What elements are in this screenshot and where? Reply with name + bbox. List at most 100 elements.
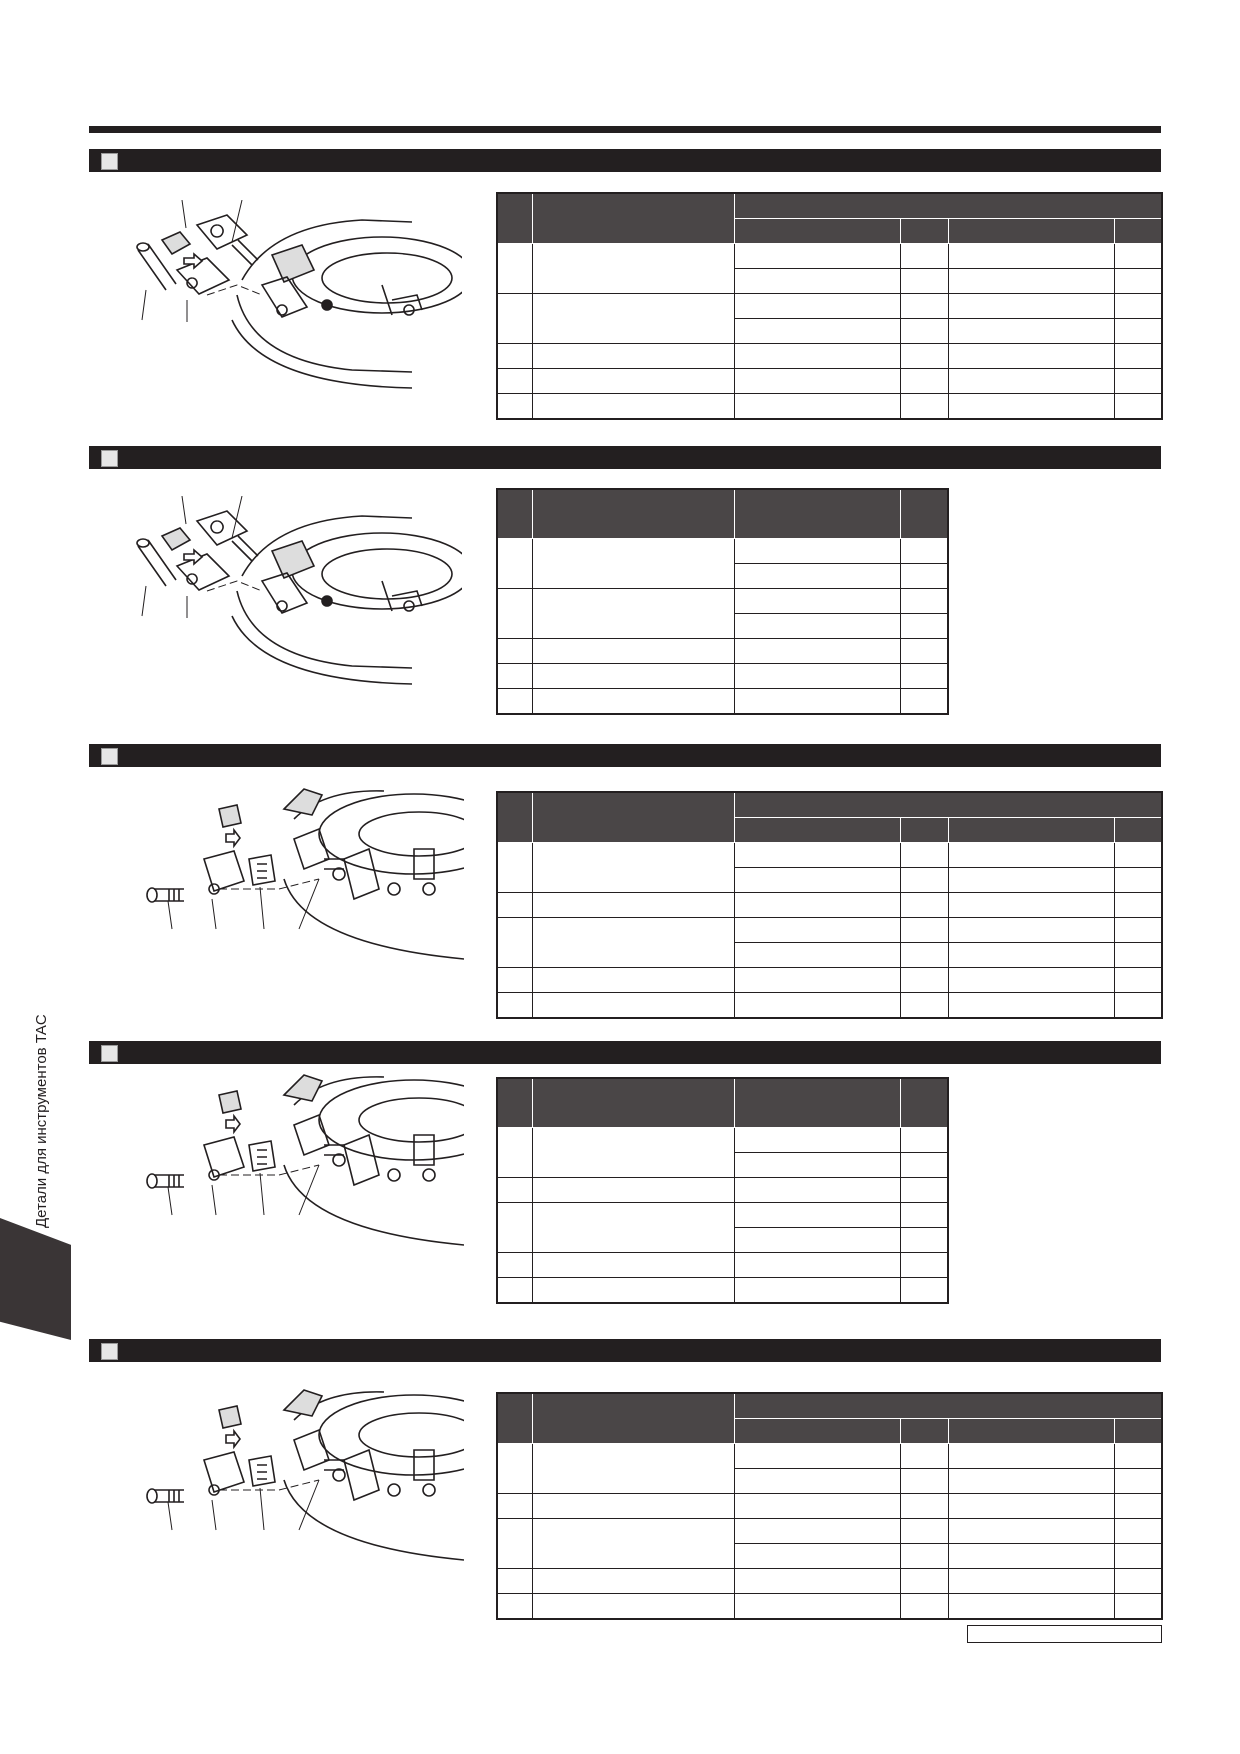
screw-icon	[146, 887, 184, 903]
section-header-2	[89, 446, 1161, 469]
table-row	[496, 638, 949, 664]
table-cell	[531, 368, 735, 394]
table-cell	[899, 1177, 949, 1203]
insert-icon	[218, 1405, 242, 1429]
table-cell	[531, 588, 735, 639]
section-marker-icon	[101, 1045, 118, 1062]
table-cell	[899, 638, 949, 664]
exploded-view-figure	[124, 779, 510, 974]
table-row	[497, 1468, 1163, 1494]
cutter-body	[231, 515, 473, 685]
table-cell	[947, 917, 1115, 943]
table-cell	[531, 917, 735, 968]
header-cell	[900, 1078, 949, 1128]
chapter-tab	[0, 1218, 71, 1340]
table-cell	[733, 688, 901, 715]
header-cell	[900, 218, 949, 244]
header-cell	[734, 1393, 1163, 1419]
table-cell	[496, 1202, 533, 1253]
screw-icon	[136, 538, 177, 587]
table-row	[496, 1202, 949, 1253]
table-cell	[531, 538, 735, 589]
table-cell	[1113, 842, 1163, 868]
table-cell	[496, 842, 533, 893]
table-cell	[496, 243, 533, 294]
table-cell	[947, 1518, 1115, 1544]
table-cell	[496, 967, 533, 993]
table-cell	[496, 1593, 533, 1620]
leader-lines	[167, 1164, 320, 1216]
table-cell	[899, 343, 949, 369]
table-row	[496, 1252, 949, 1278]
table-cell	[531, 293, 735, 344]
table-cell	[899, 1543, 949, 1569]
table-cell	[899, 842, 949, 868]
table-cell	[496, 1277, 533, 1304]
table-cell	[496, 1127, 533, 1178]
parts-table	[496, 1077, 949, 1304]
table-cell	[899, 368, 949, 394]
table-cell	[1113, 892, 1163, 918]
table-cell	[496, 638, 533, 664]
table-cell	[1113, 1443, 1163, 1469]
table-row	[497, 563, 949, 589]
table-row	[497, 1543, 1163, 1569]
exploded-view-figure	[122, 495, 473, 691]
table-cell	[531, 1443, 735, 1494]
table-cell	[733, 1227, 901, 1253]
table-cell	[496, 992, 533, 1019]
table-cell	[531, 992, 735, 1019]
table-cell	[531, 1518, 735, 1569]
table-cell	[496, 343, 533, 369]
table-cell	[899, 318, 949, 344]
top-rule	[89, 126, 1161, 133]
header-cell	[497, 489, 533, 539]
table-cell	[899, 268, 949, 294]
leader-lines	[141, 495, 243, 618]
insert-icon	[218, 1090, 242, 1114]
table-cell	[496, 293, 533, 344]
table-row	[497, 268, 1163, 294]
table-cell	[496, 1443, 533, 1494]
table-cell	[899, 992, 949, 1019]
table-cell	[531, 688, 735, 715]
insert-icon	[218, 804, 242, 828]
header-cell	[948, 218, 1115, 244]
table-cell	[899, 1152, 949, 1178]
table-row	[496, 688, 949, 715]
table-cell	[496, 368, 533, 394]
table-cell	[531, 1177, 735, 1203]
table-cell	[1113, 1518, 1163, 1544]
cutter-body	[282, 1389, 510, 1561]
table-cell	[733, 1202, 901, 1228]
table-header-row	[497, 792, 1163, 843]
section-marker-icon	[101, 748, 118, 765]
table-cell	[899, 867, 949, 893]
table-cell	[899, 892, 949, 918]
header-cell	[948, 1418, 1115, 1444]
table-cell	[899, 1252, 949, 1278]
table-cell	[899, 1127, 949, 1153]
section-header-3	[89, 744, 1161, 767]
table-cell	[733, 1518, 901, 1544]
header-cell	[948, 817, 1115, 843]
table-row	[496, 393, 1163, 420]
table-row	[497, 318, 1163, 344]
table-cell	[531, 1252, 735, 1278]
table-cell	[531, 1593, 735, 1620]
table-cell	[947, 393, 1115, 420]
table-cell	[531, 892, 735, 918]
table-cell	[733, 892, 901, 918]
table-row	[496, 343, 1163, 369]
table-cell	[947, 942, 1115, 968]
table-header-row	[497, 1078, 949, 1128]
table-row	[496, 1518, 1163, 1569]
table-cell	[733, 1468, 901, 1494]
parts-table	[496, 192, 1163, 420]
table-cell	[947, 967, 1115, 993]
table-cell	[733, 318, 901, 344]
cutter-body	[231, 219, 473, 389]
table-cell	[733, 967, 901, 993]
table-cell	[733, 393, 901, 420]
table-cell	[1113, 942, 1163, 968]
